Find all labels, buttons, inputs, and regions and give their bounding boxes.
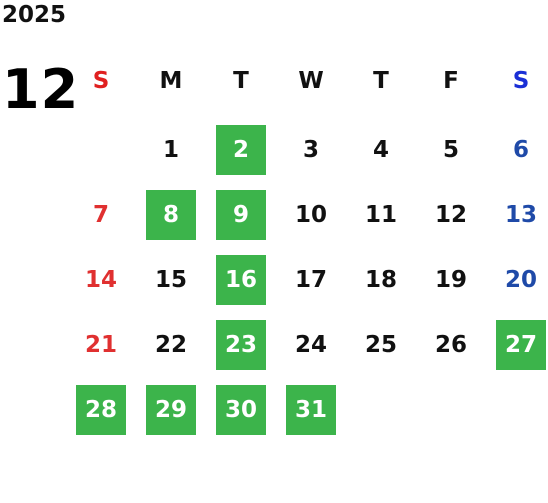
day-cell-14[interactable]: 14: [84, 267, 117, 293]
day-cell-31[interactable]: 31: [286, 385, 336, 435]
day-cell-25[interactable]: 25: [364, 332, 397, 358]
day-cell-18[interactable]: 18: [364, 267, 397, 293]
day-cell-23[interactable]: 23: [216, 320, 266, 370]
year-label: 2025: [2, 2, 67, 28]
day-cell-13[interactable]: 13: [504, 202, 537, 228]
day-cell-7[interactable]: 7: [92, 202, 109, 228]
day-cell-17[interactable]: 17: [294, 267, 327, 293]
day-cell-21[interactable]: 21: [84, 332, 117, 358]
weekday-header-sat: S: [512, 68, 530, 94]
day-cell-10[interactable]: 10: [294, 202, 327, 228]
weekday-header-fri: F: [443, 68, 459, 94]
day-cell-2[interactable]: 2: [216, 125, 266, 175]
day-cell-8[interactable]: 8: [146, 190, 196, 240]
day-cell-1[interactable]: 1: [162, 137, 179, 163]
day-cell-12[interactable]: 12: [434, 202, 467, 228]
weekday-header-sun: S: [92, 68, 110, 94]
day-cell-19[interactable]: 19: [434, 267, 467, 293]
day-cell-4[interactable]: 4: [372, 137, 389, 163]
day-cell-29[interactable]: 29: [146, 385, 196, 435]
day-cell-26[interactable]: 26: [434, 332, 467, 358]
day-cell-9[interactable]: 9: [216, 190, 266, 240]
day-cell-28[interactable]: 28: [76, 385, 126, 435]
weekday-header-mon: M: [159, 68, 183, 94]
weekday-header-wed: W: [298, 68, 324, 94]
day-cell-3[interactable]: 3: [302, 137, 319, 163]
month-number: 12: [2, 58, 80, 121]
day-cell-6[interactable]: 6: [512, 137, 529, 163]
weekday-header-tue: T: [233, 68, 249, 94]
day-cell-22[interactable]: 22: [154, 332, 187, 358]
day-cell-11[interactable]: 11: [364, 202, 397, 228]
day-cell-27[interactable]: 27: [496, 320, 546, 370]
day-cell-5[interactable]: 5: [442, 137, 459, 163]
day-cell-20[interactable]: 20: [504, 267, 537, 293]
day-cell-15[interactable]: 15: [154, 267, 187, 293]
weekday-header-thu: T: [373, 68, 389, 94]
day-cell-30[interactable]: 30: [216, 385, 266, 435]
day-cell-24[interactable]: 24: [294, 332, 327, 358]
day-cell-16[interactable]: 16: [216, 255, 266, 305]
